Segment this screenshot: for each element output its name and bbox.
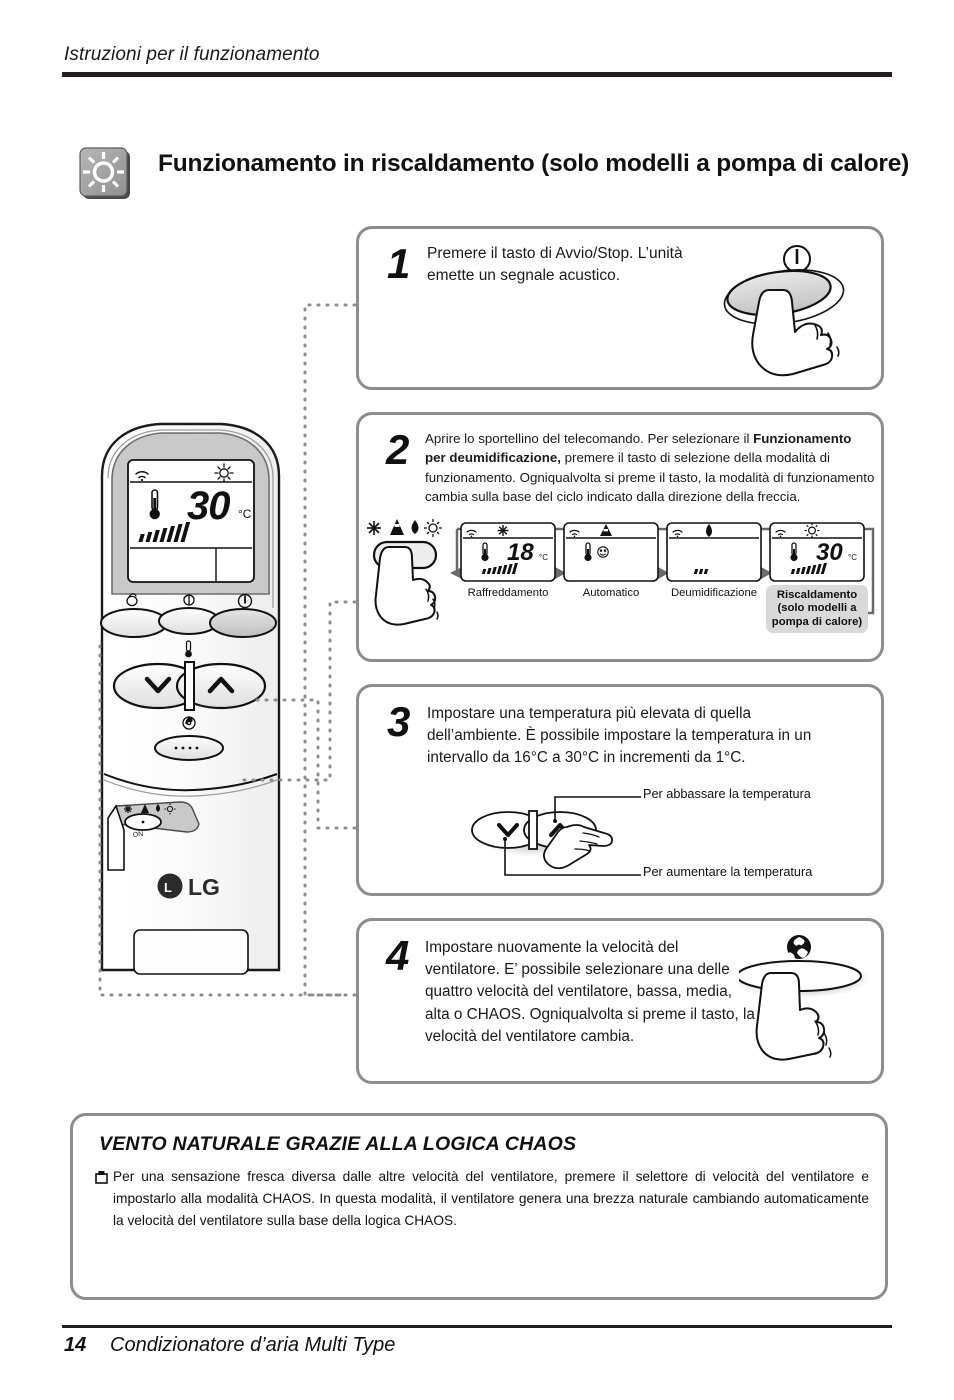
lcd-panel-auto [563, 522, 659, 582]
step-3-number: 3 [387, 698, 411, 745]
sun-heat-icon [79, 147, 130, 199]
step-2-box: 2 Aprire lo sportellino del telecomando.… [356, 412, 884, 662]
step-3-box: 3 Impostare una temperatura più elevata … [356, 684, 884, 896]
droplet-icon [706, 524, 712, 537]
lcd-temp-value: 30 [816, 539, 843, 566]
hand-icon [751, 289, 834, 377]
lcd-temperature-value: 30 [187, 484, 230, 528]
footer-text: Condizionatore d’aria Multi Type [110, 1334, 396, 1356]
hand-icon [374, 546, 437, 626]
step-2-number: 2 [386, 426, 410, 473]
chevron-down-icon [497, 823, 519, 837]
svg-text:°C: °C [848, 553, 857, 562]
thermometer-icon [149, 489, 160, 520]
fan-bars-icon [138, 522, 191, 542]
thermometer-icon [584, 542, 592, 562]
step-4-text: Impostare nuovamente la velocità del ven… [425, 939, 755, 1045]
lg-circle-mark: L [164, 880, 172, 895]
chaos-note-box: VENTO NATURALE GRAZIE ALLA LOGICA CHAOS … [70, 1113, 888, 1300]
svg-text:ON: ON [132, 831, 143, 839]
remote-brand-label: LG [188, 874, 220, 900]
lcd-panel-dehumidify [666, 522, 762, 582]
svg-text:°C: °C [539, 553, 548, 562]
power-button-press-illustration [723, 245, 845, 377]
arrow-right-icon [658, 567, 669, 579]
sun-icon [804, 523, 820, 538]
step-2-text: Aprire lo sportellino del telecomando. P… [425, 429, 875, 507]
page-header-title: Istruzioni per il funzionamento [64, 44, 320, 65]
lcd-panel-cooling: 18 °C [460, 522, 556, 582]
hand-icon [755, 972, 826, 1061]
step-3-text: Impostare una temperatura più elevata di… [427, 705, 812, 767]
mode-label-heating: Riscaldamento (solo modelli a pompa di c… [766, 585, 868, 633]
power-icon [783, 245, 811, 273]
sun-icon-lcd [214, 463, 234, 483]
callout-temp-up: Per aumentare la temperatura [643, 865, 813, 879]
sun-icon [424, 519, 442, 537]
step-2-text-bold: Funzionamento per deumidificazione, [425, 431, 852, 466]
step-1-text: Premere il tasto di Avvio/Stop. L’unità … [427, 245, 683, 284]
lcd-panel-heating: 30 °C [769, 522, 865, 582]
remote-control-illustration: 30 °C [100, 422, 281, 975]
fan-bars-icon [790, 563, 827, 574]
signal-icon [672, 529, 683, 538]
note-body: Per una sensazione fresca diversa dalle … [113, 1169, 869, 1229]
mode-button-press-illustration [367, 519, 442, 626]
signal-icon [569, 529, 580, 538]
fan-icon [786, 935, 811, 962]
step-4-box: 4 Impostare nuovamente la velocità del v… [356, 918, 884, 1084]
footer-page-number: 14 [64, 1334, 87, 1356]
arrow-right-icon [761, 567, 772, 579]
droplet-icon [411, 520, 419, 534]
lcd-temperature-unit: °C [238, 507, 252, 521]
header-rule [62, 72, 892, 77]
arrow-right-icon [555, 567, 566, 579]
step-2-text-lead: Aprire lo sportellino del telecomando. P… [425, 431, 754, 446]
power-button[interactable] [209, 608, 277, 638]
mode-icons-row [367, 519, 442, 537]
mode-label-auto: Automatico [582, 587, 640, 599]
step-4-number: 4 [386, 932, 410, 979]
swing-icon [126, 593, 138, 607]
thermometer-icon [790, 542, 798, 562]
mode-cycle-frame [450, 527, 875, 615]
temp-buttons-illustration [471, 796, 641, 876]
bullet-square-icon [95, 1171, 108, 1184]
note-title: VENTO NATURALE GRAZIE ALLA LOGICA CHAOS [99, 1133, 577, 1155]
smiley-icon [597, 546, 609, 558]
signal-icon [135, 470, 149, 482]
mode-cycle-strip: 18 °C Raffreddamento [359, 519, 887, 661]
fan-speed-icon [183, 594, 195, 606]
signal-icon [775, 529, 786, 538]
step-1-box: 1 Premere il tasto di Avvio/Stop. L’unit… [356, 226, 884, 390]
fan-bars-icon [693, 569, 709, 574]
arrow-left-icon [450, 567, 462, 579]
mode-label-dehumidify: Deumidificazione [670, 587, 758, 599]
step-2-text-rest: premere il tasto di selezione della moda… [425, 450, 875, 505]
auto-triangle-icon [600, 524, 612, 536]
footer-rule [62, 1325, 892, 1328]
thermometer-icon [481, 542, 489, 562]
signal-icon [466, 529, 477, 538]
section-title: Funzionamento in riscaldamento (solo mod… [158, 150, 910, 177]
callout-temp-down: Per abbassare la temperatura [643, 787, 811, 801]
fan-speed-press-illustration [739, 935, 871, 1061]
lcd-temp-value: 18 [507, 539, 534, 566]
snowflake-icon [497, 525, 509, 536]
mode-label-cooling: Raffreddamento [467, 587, 549, 599]
step-1-number: 1 [387, 240, 411, 287]
fan-bars-icon [481, 563, 518, 574]
swing-button[interactable] [100, 608, 168, 638]
